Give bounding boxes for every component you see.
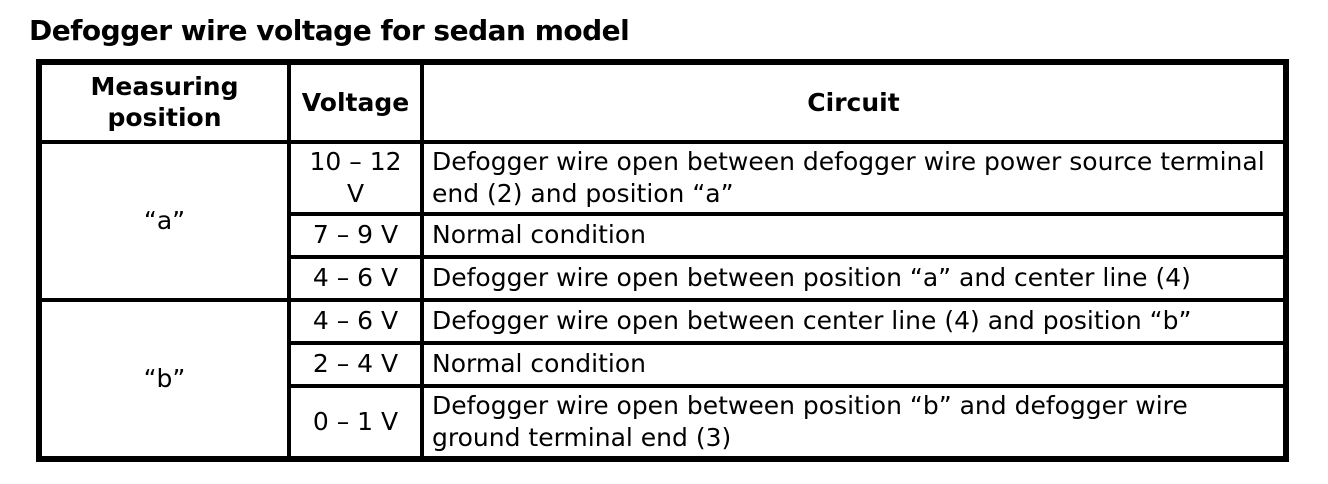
position-cell-a: “a” bbox=[37, 139, 291, 302]
circuit-cell: Defogger wire open between defogger wire… bbox=[420, 139, 1288, 216]
position-cell-b: “b” bbox=[37, 297, 291, 461]
table-row: “b” 4 – 6 V Defogger wire open between c… bbox=[37, 297, 1288, 461]
table-header-row: Measuring position Voltage Circuit bbox=[37, 60, 1288, 144]
voltage-cell: 4 – 6 V bbox=[287, 254, 424, 302]
table-row: 4 – 6 V Defogger wire open between posit… bbox=[39, 254, 1288, 302]
circuit-cell: Defogger wire open between center line (… bbox=[420, 297, 1288, 345]
voltage-cell: 0 – 1 V bbox=[287, 383, 424, 461]
table-row: 2 – 4 V Normal condition bbox=[39, 340, 1288, 388]
defogger-voltage-table: Measuring position Voltage Circuit “a” 1… bbox=[36, 59, 1289, 462]
column-header-measuring-position: Measuring position bbox=[37, 60, 291, 144]
circuit-cell: Defogger wire open between position “b” … bbox=[420, 383, 1288, 461]
circuit-cell: Normal condition bbox=[420, 211, 1288, 259]
page-title: Defogger wire voltage for sedan model bbox=[29, 14, 630, 47]
column-header-circuit: Circuit bbox=[420, 60, 1288, 144]
table-row: “a” 10 – 12 V Defogger wire open between… bbox=[37, 139, 1288, 302]
table-row: 7 – 9 V Normal condition bbox=[39, 211, 1288, 259]
voltage-cell: 7 – 9 V bbox=[287, 211, 424, 259]
voltage-cell: 4 – 6 V bbox=[287, 297, 424, 345]
column-header-voltage: Voltage bbox=[287, 60, 424, 144]
circuit-cell: Defogger wire open between position “a” … bbox=[420, 254, 1288, 302]
voltage-cell: 2 – 4 V bbox=[287, 340, 424, 388]
table-row: 0 – 1 V Defogger wire open between posit… bbox=[39, 383, 1288, 461]
circuit-cell: Normal condition bbox=[420, 340, 1288, 388]
voltage-cell: 10 – 12 V bbox=[287, 139, 424, 216]
